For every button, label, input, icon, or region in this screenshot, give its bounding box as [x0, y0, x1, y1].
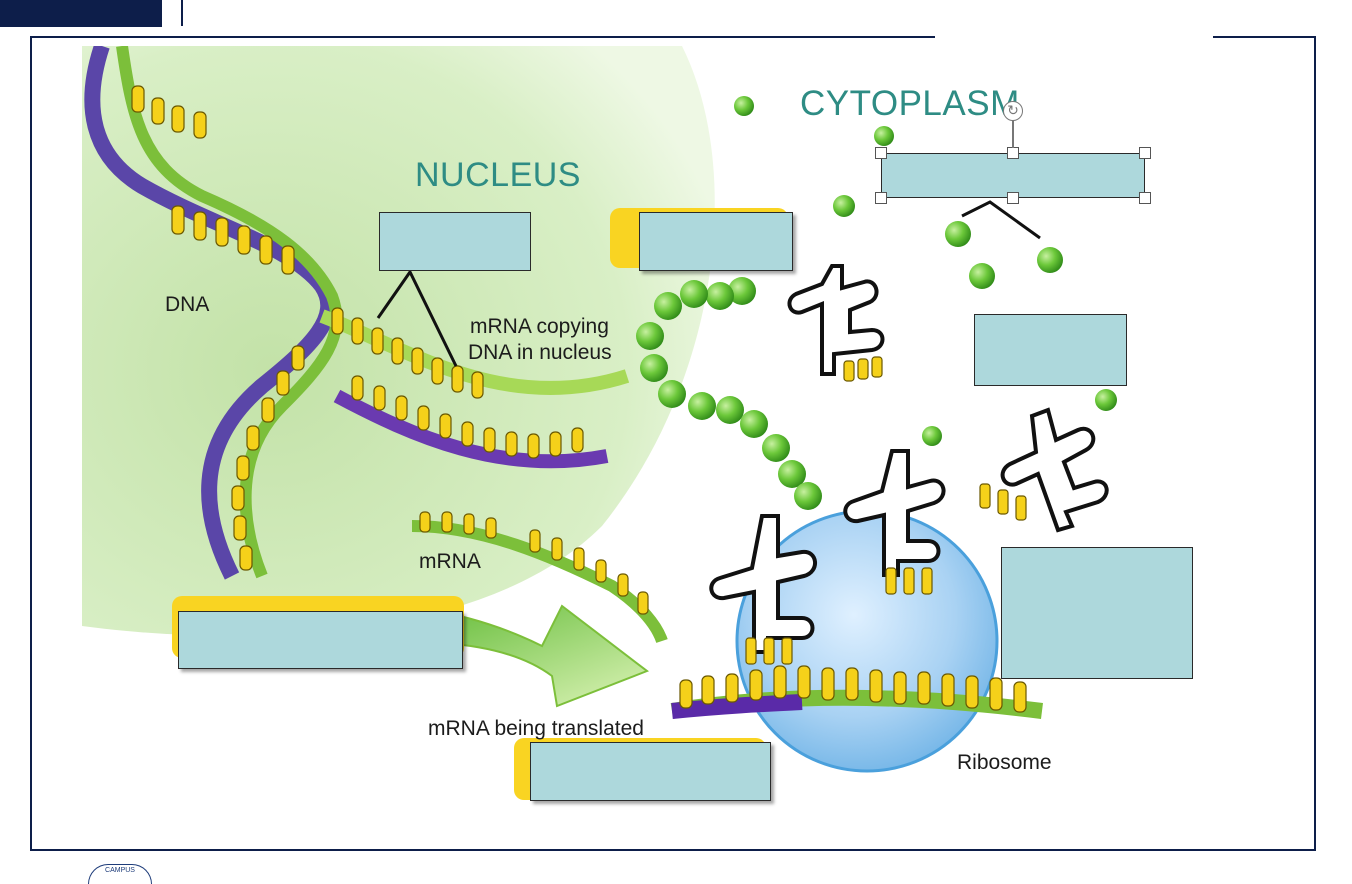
trna-answer-box[interactable] [974, 314, 1127, 386]
nucleus-label: NUCLEUS [415, 156, 581, 194]
mrna-copying-label-line2: DNA in nucleus [468, 341, 612, 364]
mrna-strand [411, 520, 668, 644]
mrna-translated-label: mRNA being translated [428, 717, 644, 740]
pointer-cytoplasm-box [961, 200, 1041, 240]
resize-handle-top-left[interactable] [875, 147, 887, 159]
resize-handle-top-center[interactable] [1007, 147, 1019, 159]
slide-frame [30, 36, 1316, 851]
header-bar [0, 0, 162, 27]
frame-gap [935, 30, 1213, 42]
rotate-icon[interactable]: ↻ [1003, 101, 1023, 121]
resize-handle-top-right[interactable] [1139, 147, 1151, 159]
ribosome-label: Ribosome [957, 751, 1052, 774]
rotate-handle-stem [1012, 119, 1014, 148]
ribosome-answer-box[interactable] [1001, 547, 1193, 679]
header-divider [181, 0, 183, 26]
cytoplasm-answer-box[interactable] [881, 153, 1145, 198]
resize-handle-bottom-left[interactable] [875, 192, 887, 204]
trna-3 [843, 449, 946, 577]
resize-handle-bottom-center[interactable] [1007, 192, 1019, 204]
trna-2 [709, 514, 817, 654]
resize-handle-bottom-right[interactable] [1139, 192, 1151, 204]
pointer-dna-box [376, 269, 458, 367]
campus-logo: CAMPUS [88, 864, 152, 884]
dna-template-strand [333, 389, 609, 469]
mrna-copying-label-line1: mRNA copying [470, 315, 609, 338]
mrna-label: mRNA [419, 550, 481, 573]
transcription-answer-box[interactable] [178, 611, 463, 669]
translation-answer-box[interactable] [530, 742, 771, 801]
dna-answer-box[interactable] [379, 212, 531, 271]
dna-strand-green [116, 46, 343, 579]
trna-4 [1000, 407, 1109, 533]
trna-1 [787, 264, 885, 376]
cytoplasm-label: CYTOPLASM [800, 84, 1020, 123]
protein-answer-box[interactable] [639, 212, 793, 271]
dna-label: DNA [165, 293, 210, 316]
